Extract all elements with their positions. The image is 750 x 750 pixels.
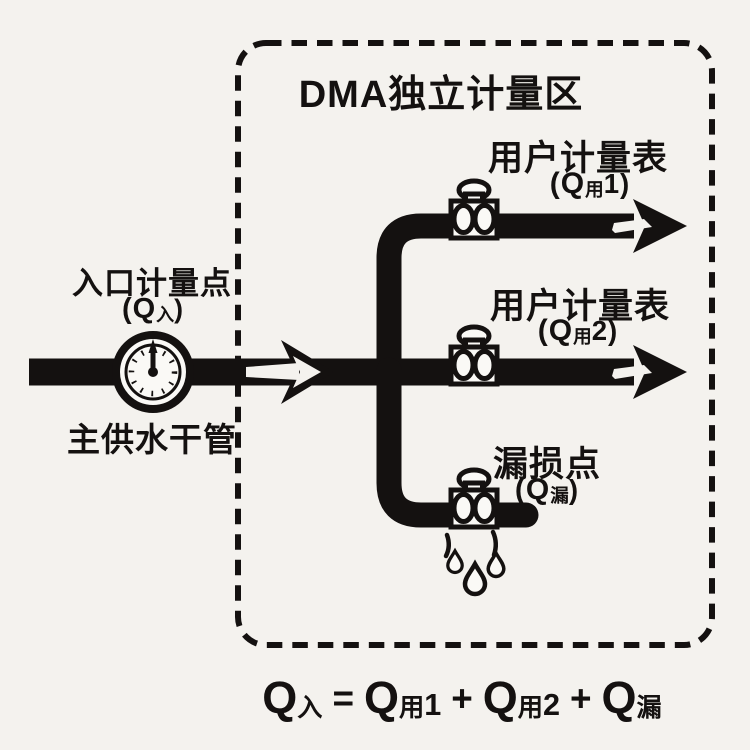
branch-pipe-user1 — [376, 213, 634, 374]
flow-meter-icon-user1 — [451, 181, 497, 238]
flow-direction-arrow-head — [293, 356, 321, 388]
water-drops-icon — [443, 529, 506, 597]
flow-meter-icon-leak — [451, 470, 497, 527]
inlet-label: 入口计量点 — [72, 266, 232, 301]
leak-label: 漏损点 — [492, 445, 602, 484]
formula-plus-2: + — [569, 677, 592, 719]
flow-meter-icon-user2 — [451, 327, 497, 384]
flow-dash-icon-user2 — [612, 365, 652, 379]
formula-plus-1: + — [451, 677, 473, 719]
branch-pipe-leak — [376, 357, 539, 528]
arrowhead-icon-user1 — [633, 199, 687, 253]
dma-boundary-dashed-box — [235, 40, 715, 648]
main-pipe-label: 主供水干管 — [67, 421, 237, 458]
user1-label: 用户计量表 — [487, 139, 669, 178]
dma-zone-title: DMA独立计量区 — [298, 74, 584, 116]
arrowhead-icon-user2 — [633, 345, 687, 399]
gauge-icon — [112, 331, 194, 413]
flow-direction-arrow-shaft — [246, 363, 299, 380]
formula-equals: = — [332, 677, 355, 719]
flow-dash-icon-user1 — [612, 219, 652, 233]
user2-label: 用户计量表 — [489, 287, 671, 326]
